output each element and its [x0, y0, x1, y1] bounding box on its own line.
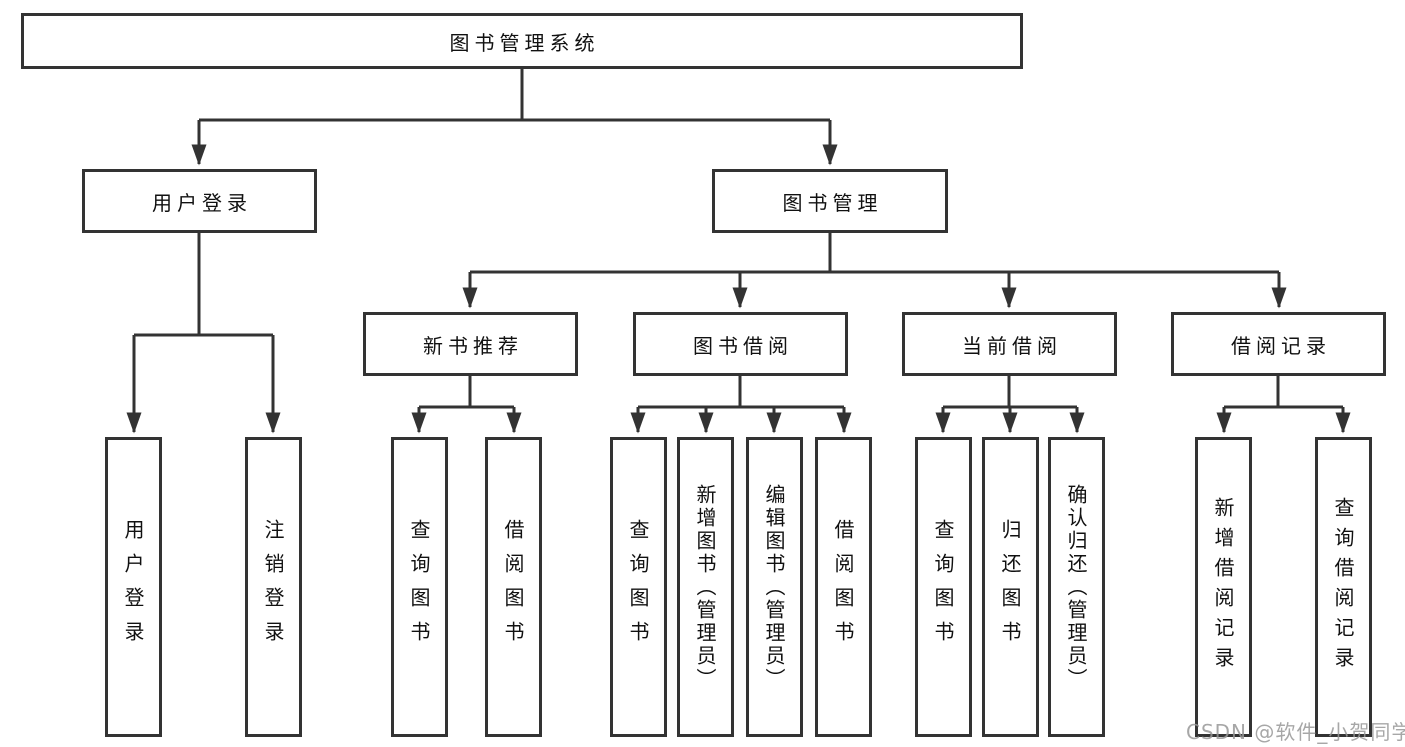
- leaf-add-borrowing-record-label: 新增借阅记录: [1211, 497, 1235, 677]
- leaf-user-login-label: 用户登录: [121, 519, 145, 655]
- leaf-query-borrowing-record: 查询借阅记录: [1315, 437, 1372, 737]
- leaf-query-books-current-label: 查询图书: [931, 519, 955, 655]
- leaf-query-books-current: 查询图书: [915, 437, 972, 737]
- leaf-logout: 注销登录: [245, 437, 302, 737]
- leaf-return-books-label: 归还图书: [998, 519, 1022, 655]
- leaf-query-books-borrowing: 查询图书: [610, 437, 667, 737]
- leaf-logout-label: 注销登录: [261, 519, 285, 655]
- leaf-query-books-borrowing-label: 查询图书: [626, 519, 650, 655]
- leaf-query-books-recommend: 查询图书: [391, 437, 448, 737]
- leaf-borrow-books: 借阅图书: [815, 437, 872, 737]
- leaf-user-login: 用户登录: [105, 437, 162, 737]
- node-book-management: 图书管理: [712, 169, 948, 233]
- node-borrowing-records: 借阅记录: [1171, 312, 1386, 376]
- watermark: CSDN @软件_小贺同学: [1186, 720, 1405, 744]
- leaf-edit-books-admin: 编辑图书（管理员）: [746, 437, 803, 737]
- leaf-return-books: 归还图书: [982, 437, 1039, 737]
- leaf-add-books-admin: 新增图书（管理员）: [677, 437, 734, 737]
- node-book-borrowing: 图书借阅: [633, 312, 848, 376]
- leaf-add-borrowing-record: 新增借阅记录: [1195, 437, 1252, 737]
- leaf-query-borrowing-record-label: 查询借阅记录: [1331, 497, 1355, 677]
- leaf-borrow-books-recommend: 借阅图书: [485, 437, 542, 737]
- leaf-edit-books-admin-label: 编辑图书（管理员）: [762, 483, 786, 691]
- node-current-borrowing: 当前借阅: [902, 312, 1117, 376]
- leaf-confirm-return-admin: 确认归还（管理员）: [1048, 437, 1105, 737]
- node-library-management-system: 图书管理系统: [21, 13, 1023, 69]
- node-new-book-recommendation: 新书推荐: [363, 312, 578, 376]
- leaf-borrow-books-recommend-label: 借阅图书: [501, 519, 525, 655]
- leaf-confirm-return-admin-label: 确认归还（管理员）: [1064, 483, 1088, 691]
- node-user-login: 用户登录: [82, 169, 317, 233]
- leaf-borrow-books-label: 借阅图书: [831, 519, 855, 655]
- leaf-query-books-recommend-label: 查询图书: [407, 519, 431, 655]
- leaf-add-books-admin-label: 新增图书（管理员）: [693, 483, 717, 691]
